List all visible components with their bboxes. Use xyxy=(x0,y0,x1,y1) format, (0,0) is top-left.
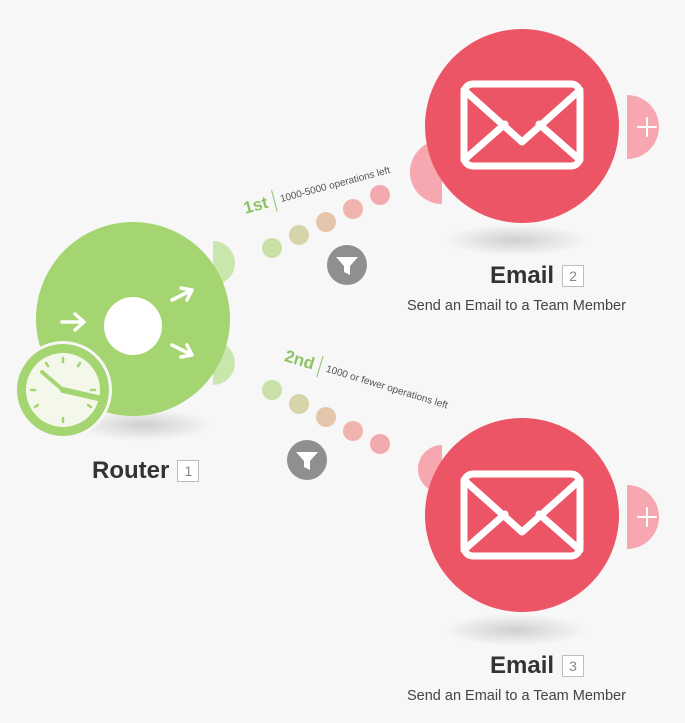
router-arrows-icon xyxy=(60,286,194,359)
email-id-badge-3: 3 xyxy=(562,655,585,677)
envelope-icon xyxy=(460,80,584,170)
email-id-badge-2: 2 xyxy=(562,265,585,287)
email-title-text-3: Email xyxy=(490,652,555,679)
email-shadow-2 xyxy=(443,224,587,256)
router-center xyxy=(104,297,162,355)
connector-dot xyxy=(262,380,282,400)
clock-icon xyxy=(14,341,112,439)
connector-dot xyxy=(289,225,309,245)
router-shadow xyxy=(73,409,213,441)
email-module-3[interactable] xyxy=(418,418,659,612)
email-title-text-2: Email xyxy=(490,262,555,289)
route-2-connector[interactable] xyxy=(262,380,390,454)
connector-dot xyxy=(262,238,282,258)
email-title-2: Email 2 xyxy=(490,262,585,290)
route-1-connector[interactable] xyxy=(262,185,390,258)
connector-dot xyxy=(370,185,390,205)
email-subtitle-2: Send an Email to a Team Member xyxy=(407,298,626,314)
route-separator xyxy=(316,356,324,378)
route-separator xyxy=(270,190,278,212)
connector-dot xyxy=(370,434,390,454)
connector-dot xyxy=(289,394,309,414)
connector-dot xyxy=(343,421,363,441)
email-subtitle-3: Send an Email to a Team Member xyxy=(407,688,626,704)
email-title-3: Email 3 xyxy=(490,652,585,680)
connector-dot xyxy=(316,407,336,427)
email-module-2[interactable] xyxy=(410,29,659,223)
connector-dot xyxy=(343,199,363,219)
router-title: Router 1 xyxy=(92,457,200,485)
email-circle-3[interactable] xyxy=(425,418,619,612)
router-title-text: Router xyxy=(92,457,170,484)
plus-icon[interactable] xyxy=(637,117,657,137)
email-circle-2[interactable] xyxy=(425,29,619,223)
router-id-badge: 1 xyxy=(177,460,200,482)
connector-dot xyxy=(316,212,336,232)
envelope-icon xyxy=(460,470,584,560)
route-1-filter-button[interactable] xyxy=(327,245,367,285)
plus-icon[interactable] xyxy=(637,507,657,527)
email-shadow-3 xyxy=(443,614,587,646)
route-2-filter-button[interactable] xyxy=(287,440,327,480)
